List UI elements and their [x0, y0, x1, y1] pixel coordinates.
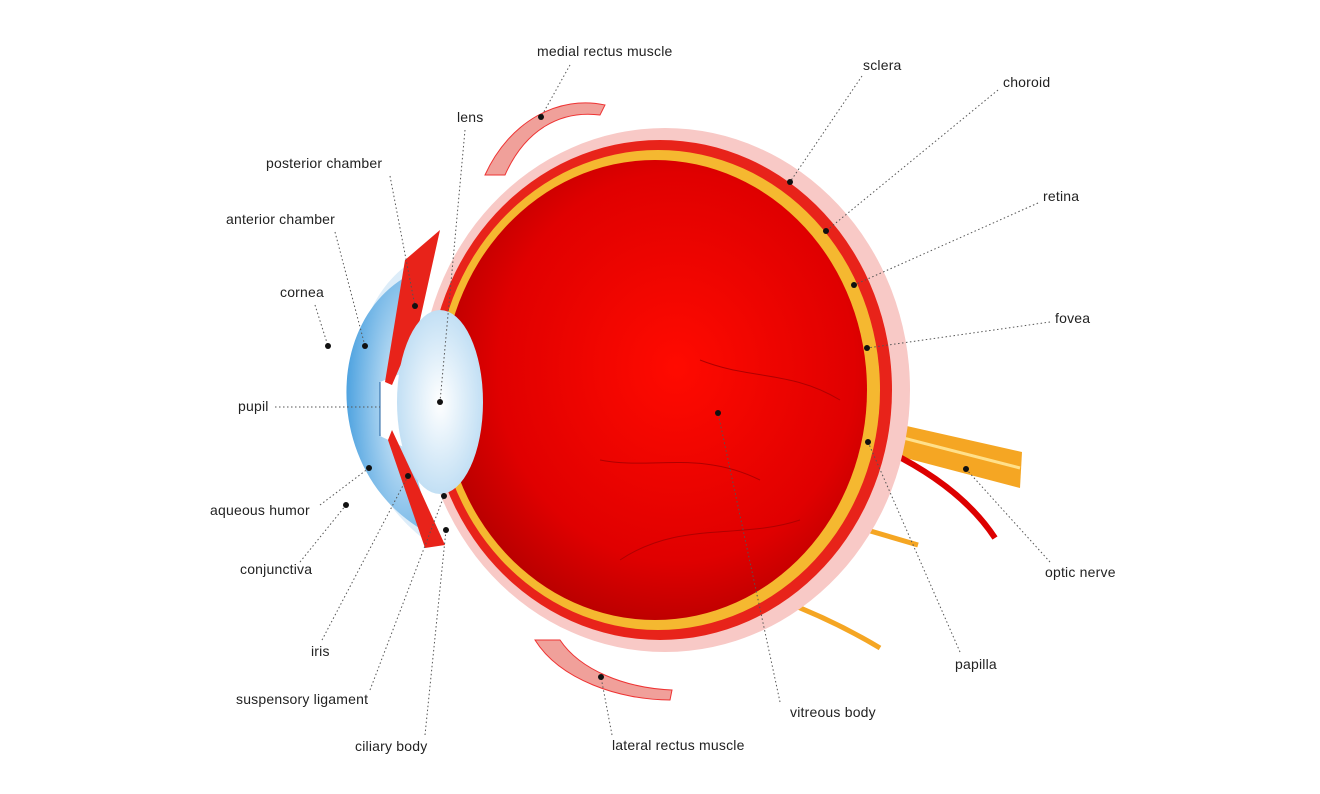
label-lateral-rectus-muscle: lateral rectus muscle	[612, 737, 745, 753]
label-papilla: papilla	[955, 656, 997, 672]
leader-fovea	[866, 321, 1051, 349]
dot-lateral-rectus-muscle	[598, 674, 604, 680]
dot-iris	[405, 473, 411, 479]
label-optic-nerve: optic nerve	[1045, 564, 1116, 580]
dot-sclera	[787, 179, 793, 185]
leader-cornea	[314, 304, 329, 347]
dot-suspensory-ligament	[441, 493, 447, 499]
label-medial-rectus-muscle: medial rectus muscle	[537, 43, 673, 59]
dot-papilla	[865, 439, 871, 445]
label-suspensory-ligament: suspensory ligament	[236, 691, 369, 707]
dot-cornea	[325, 343, 331, 349]
dot-medial-rectus-muscle	[538, 114, 544, 120]
retinal-vessels	[599, 359, 841, 561]
dot-conjunctiva	[343, 502, 349, 508]
dot-anterior-chamber	[362, 343, 368, 349]
label-ciliary-body: ciliary body	[355, 738, 428, 754]
label-retina: retina	[1043, 188, 1080, 204]
leader-ciliary-body	[424, 529, 447, 736]
dot-retina	[851, 282, 857, 288]
leader-conjunctiva	[299, 504, 347, 563]
label-sclera: sclera	[863, 57, 902, 73]
label-lens: lens	[457, 109, 484, 125]
dot-choroid	[823, 228, 829, 234]
leader-vitreous-body	[717, 412, 781, 703]
leader-suspensory-ligament	[369, 495, 445, 691]
label-aqueous-humor: aqueous humor	[210, 502, 310, 518]
label-pupil: pupil	[238, 398, 269, 414]
label-choroid: choroid	[1003, 74, 1051, 90]
iris	[388, 430, 445, 548]
leader-lines	[275, 64, 1051, 736]
vitreous-body	[443, 160, 867, 620]
dot-ciliary-body	[443, 527, 449, 533]
optic-nerve	[875, 420, 1022, 488]
leader-anterior-chamber	[334, 231, 366, 347]
label-vitreous-body: vitreous body	[790, 704, 876, 720]
dot-posterior-chamber	[412, 303, 418, 309]
dot-lens	[437, 399, 443, 405]
leader-iris	[321, 475, 409, 641]
leader-sclera	[789, 75, 863, 183]
leader-aqueous-humor	[319, 467, 370, 506]
marker-dots	[325, 114, 969, 680]
label-anterior-chamber: anterior chamber	[226, 211, 336, 227]
label-fovea: fovea	[1055, 310, 1091, 326]
label-iris: iris	[311, 643, 330, 659]
dot-optic-nerve	[963, 466, 969, 472]
label-posterior-chamber: posterior chamber	[266, 155, 383, 171]
leader-retina	[853, 202, 1039, 286]
leader-optic-nerve	[965, 468, 1051, 563]
medial-rectus-muscle	[484, 102, 606, 176]
lateral-rectus-muscle	[534, 639, 673, 701]
leader-lateral-rectus-muscle	[600, 676, 613, 736]
dot-vitreous-body	[715, 410, 721, 416]
dot-fovea	[864, 345, 870, 351]
leader-lens	[439, 129, 466, 403]
dot-aqueous-humor	[366, 465, 372, 471]
leader-choroid	[825, 89, 999, 232]
label-cornea: cornea	[280, 284, 325, 300]
label-conjunctiva: conjunctiva	[240, 561, 313, 577]
